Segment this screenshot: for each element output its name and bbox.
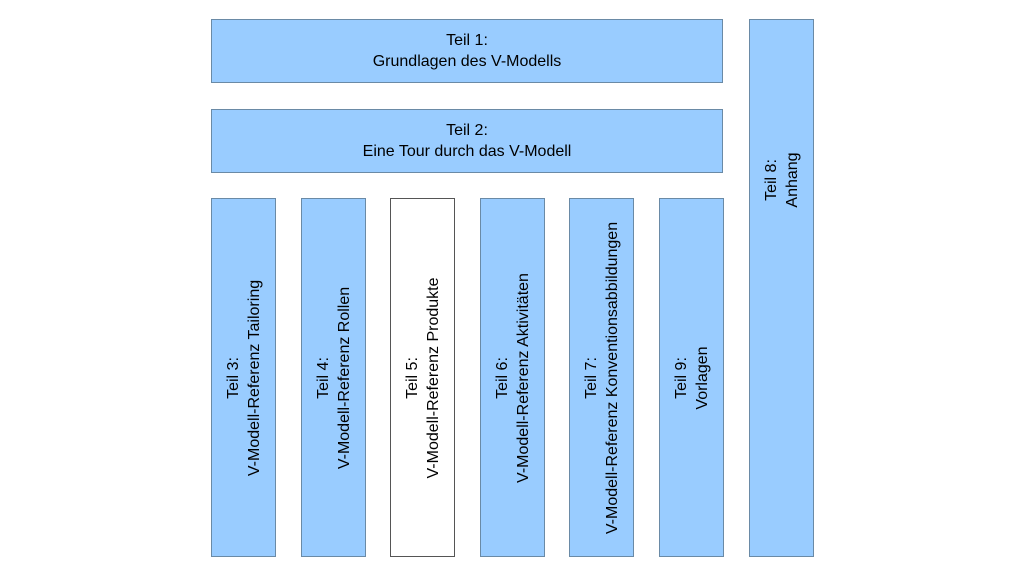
teil6-title: V-Modell-Referenz Aktivitäten (514, 272, 532, 483)
teil1-label: Teil 1: Grundlagen des V-Modells (373, 30, 562, 72)
teil6-number: Teil 6: (493, 356, 511, 399)
teil5-label: Teil 5: V-Modell-Referenz Produkte (402, 277, 444, 478)
teil6-label: Teil 6: V-Modell-Referenz Aktivitäten (492, 273, 534, 483)
teil7-label: Teil 7: V-Modell-Referenz Konventionsabb… (581, 221, 623, 533)
teil1-box: Teil 1: Grundlagen des V-Modells (211, 19, 723, 83)
teil6-box: Teil 6: V-Modell-Referenz Aktivitäten (480, 198, 545, 557)
teil3-title: V-Modell-Referenz Tailoring (245, 279, 263, 476)
teil3-box: Teil 3: V-Modell-Referenz Tailoring (211, 198, 276, 557)
teil2-number: Teil 2: (446, 122, 488, 139)
teil8-label: Teil 8: Anhang (761, 152, 803, 207)
teil5-number: Teil 5: (403, 356, 421, 399)
teil9-number: Teil 9: (672, 356, 690, 399)
teil9-box: Teil 9: Vorlagen (659, 198, 724, 557)
teil8-number: Teil 8: (762, 159, 780, 201)
teil2-box: Teil 2: Eine Tour durch das V-Modell (211, 109, 723, 173)
teil1-title: Grundlagen des V-Modells (372, 53, 562, 70)
teil4-title: V-Modell-Referenz Rollen (335, 286, 353, 469)
teil1-number: Teil 1: (446, 32, 488, 49)
teil7-box: Teil 7: V-Modell-Referenz Konventionsabb… (569, 198, 634, 557)
teil4-label: Teil 4: V-Modell-Referenz Rollen (313, 286, 355, 468)
teil2-title: Eine Tour durch das V-Modell (362, 143, 572, 160)
teil7-title: V-Modell-Referenz Konventionsabbildungen (603, 221, 621, 534)
teil4-box: Teil 4: V-Modell-Referenz Rollen (301, 198, 366, 557)
teil4-number: Teil 4: (314, 356, 332, 399)
teil8-box: Teil 8: Anhang (749, 19, 814, 557)
teil8-title: Anhang (783, 152, 801, 208)
teil3-label: Teil 3: V-Modell-Referenz Tailoring (223, 279, 265, 475)
teil2-label: Teil 2: Eine Tour durch das V-Modell (363, 120, 572, 162)
teil7-number: Teil 7: (582, 356, 600, 399)
teil5-box: Teil 5: V-Modell-Referenz Produkte (390, 198, 455, 557)
teil9-title: Vorlagen (693, 345, 711, 410)
teil3-number: Teil 3: (224, 356, 242, 399)
teil5-title: V-Modell-Referenz Produkte (424, 277, 442, 478)
teil9-label: Teil 9: Vorlagen (671, 346, 713, 409)
